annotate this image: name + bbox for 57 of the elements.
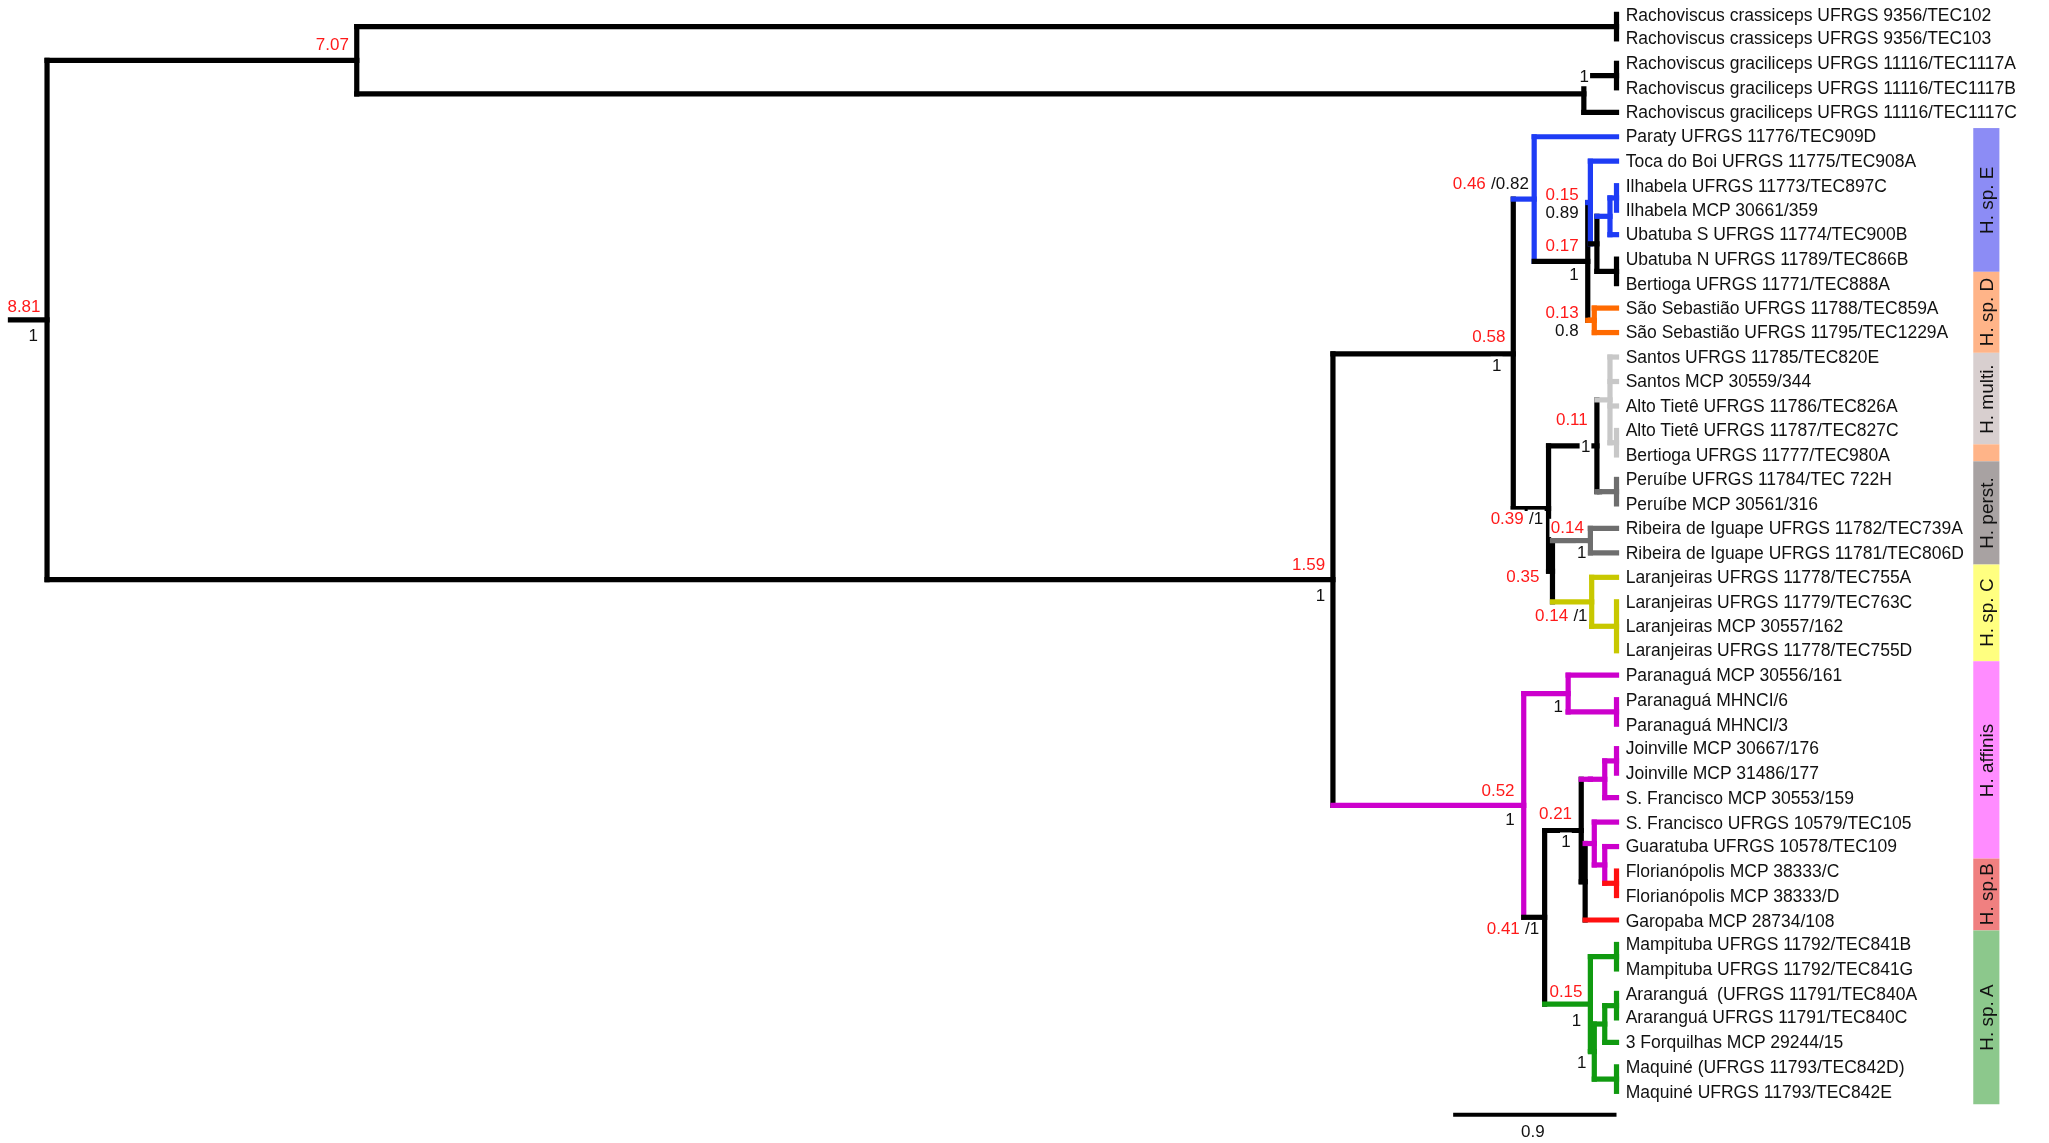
taxon-label: 3 Forquilhas MCP 29244/15 bbox=[1625, 1032, 1844, 1053]
taxon-label: Toca do Boi UFRGS 11775/TEC908A bbox=[1625, 151, 1917, 172]
taxon-label: Rachoviscus crassiceps UFRGS 9356/TEC103 bbox=[1625, 29, 1992, 49]
taxon-label: Mampituba UFRGS 11792/TEC841B bbox=[1625, 934, 1912, 955]
clade-bar: H. affinis bbox=[1973, 661, 2000, 859]
taxon-label: Paranaguá MHNCI/3 bbox=[1625, 714, 1789, 734]
taxon-label: Ilhabela MCP 30661/359 bbox=[1625, 200, 1818, 220]
taxon-label: Joinville MCP 31486/177 bbox=[1625, 763, 1819, 783]
taxon-label: Rachoviscus graciliceps UFRGS 11116/TEC1117C bbox=[1625, 102, 2017, 123]
taxon-label: Paranaguá MHNCI/6 bbox=[1625, 689, 1789, 710]
taxon-label: Garopaba MCP 28734/108 bbox=[1625, 910, 1835, 930]
taxon-label: Guaratuba UFRGS 10578/TEC109 bbox=[1625, 836, 1898, 857]
taxon-label: Paraty UFRGS 11776/TEC909D bbox=[1625, 126, 1877, 147]
taxon-label: Mampituba UFRGS 11792/TEC841G bbox=[1625, 959, 1914, 979]
taxon-label: Araranguá (UFRGS 11791/TEC840A bbox=[1625, 983, 1918, 1004]
clade-bar: H. sp. A bbox=[1973, 930, 2000, 1105]
clade-bar: H. sp. C bbox=[1973, 564, 2000, 662]
taxon-label: Santos UFRGS 11785/TEC820E bbox=[1625, 347, 1880, 367]
taxon-label: Laranjeiras MCP 30557/162 bbox=[1625, 616, 1844, 637]
taxon-label: Ribeira de Iguape UFRGS 11782/TEC739A bbox=[1625, 518, 1963, 539]
taxon-label: Santos MCP 30559/344 bbox=[1625, 371, 1812, 392]
clade-bar: H. perst. bbox=[1973, 461, 2000, 565]
support-value: 1 bbox=[1575, 1052, 1588, 1071]
taxon-label: Florianópolis MCP 38333/D bbox=[1625, 885, 1840, 906]
clade-bar: H. multi. bbox=[1973, 352, 2000, 445]
support-value: 0.14 bbox=[1549, 518, 1586, 537]
taxon-label: Bertioga UFRGS 11771/TEC888A bbox=[1625, 273, 1890, 294]
taxon-label: Bertioga UFRGS 11777/TEC980A bbox=[1625, 445, 1890, 465]
taxon-label: Ubatuba S UFRGS 11774/TEC900B bbox=[1625, 224, 1908, 245]
taxon-label: Maquiné (UFRGS 11793/TEC842D) bbox=[1625, 1057, 1905, 1077]
taxon-label: Florianópolis MCP 38333/C bbox=[1625, 861, 1840, 881]
taxon-label: S. Francisco UFRGS 10579/TEC105 bbox=[1625, 812, 1912, 832]
taxon-label: Alto Tietê UFRGS 11786/TEC826A bbox=[1625, 396, 1898, 416]
taxon-label: Rachoviscus graciliceps UFRGS 11116/TEC1117A bbox=[1625, 53, 2016, 74]
taxon-label: Ilhabela UFRGS 11773/TEC897C bbox=[1625, 175, 1887, 196]
taxon-label: Araranguá UFRGS 11791/TEC840C bbox=[1625, 1008, 1908, 1028]
taxon-label: Alto Tietê UFRGS 11787/TEC827C bbox=[1625, 420, 1899, 441]
taxon-label: Laranjeiras UFRGS 11778/TEC755D bbox=[1625, 640, 1913, 661]
taxon-label: São Sebastião UFRGS 11788/TEC859A bbox=[1625, 298, 1939, 318]
taxon-label: Rachoviscus graciliceps UFRGS 11116/TEC1117B bbox=[1625, 78, 2016, 98]
taxon-label: São Sebastião UFRGS 11795/TEC1229A bbox=[1625, 322, 1949, 343]
taxon-label: Ubatuba N UFRGS 11789/TEC866B bbox=[1625, 249, 1909, 269]
taxon-label: Ribeira de Iguape UFRGS 11781/TEC806D bbox=[1625, 543, 1964, 563]
clade-bar: H. sp. E bbox=[1973, 128, 2000, 272]
taxon-label: Paranaguá MCP 30556/161 bbox=[1625, 665, 1843, 686]
support-value: 1 bbox=[1578, 67, 1591, 86]
clade-bar: H. sp.B bbox=[1973, 858, 2000, 931]
clade-bar bbox=[1973, 444, 2000, 462]
taxon-label: Maquiné UFRGS 11793/TEC842E bbox=[1625, 1081, 1892, 1102]
taxon-label: Laranjeiras UFRGS 11778/TEC755A bbox=[1625, 567, 1912, 588]
taxon-label: S. Francisco MCP 30553/159 bbox=[1625, 787, 1854, 808]
taxon-label: Rachoviscus crassiceps UFRGS 9356/TEC102 bbox=[1625, 4, 1992, 25]
taxon-label: Joinville MCP 30667/176 bbox=[1625, 738, 1819, 759]
taxon-label: Peruíbe UFRGS 11784/TEC 722H bbox=[1625, 469, 1892, 490]
clade-bar: H. sp. D bbox=[1973, 271, 2000, 353]
taxon-label: Peruíbe MCP 30561/316 bbox=[1625, 494, 1818, 514]
taxon-label: Laranjeiras UFRGS 11779/TEC763C bbox=[1625, 592, 1913, 612]
